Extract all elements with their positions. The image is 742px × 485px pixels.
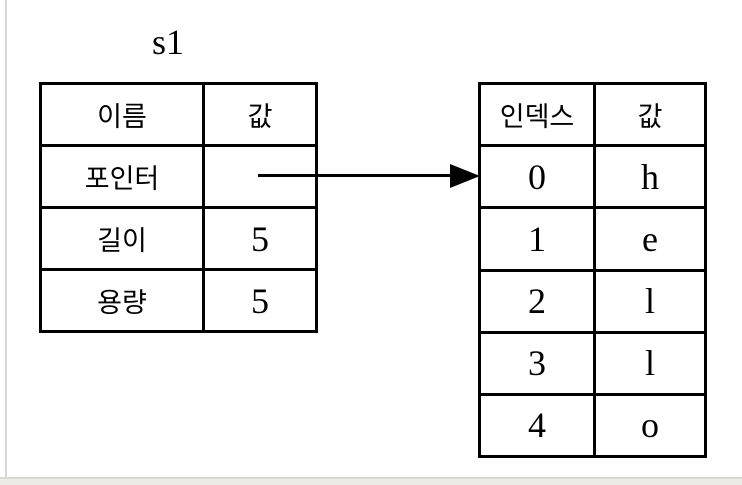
array-row-4-index: 4 — [481, 395, 593, 455]
array-table: 인덱스 값 0 h 1 e 2 l 3 l 4 o — [478, 82, 707, 458]
array-row-0-value: h — [596, 147, 704, 207]
struct-table: 이름 값 포인터 길이 5 용량 5 — [39, 82, 318, 333]
struct-row-length-value: 5 — [205, 209, 315, 268]
pointer-arrowhead-icon — [450, 163, 480, 188]
array-header-value: 값 — [596, 85, 704, 145]
struct-header-value: 값 — [205, 85, 315, 144]
struct-row-length-name: 길이 — [42, 209, 202, 268]
pointer-arrow-shaft — [258, 174, 456, 177]
array-row-3-value: l — [596, 333, 704, 393]
array-row-1-index: 1 — [481, 209, 593, 269]
frame-bottom-strip — [0, 479, 742, 485]
struct-title: s1 — [151, 22, 184, 62]
array-row-2-value: l — [596, 271, 704, 331]
struct-row-pointer-name: 포인터 — [42, 147, 202, 206]
array-row-3-index: 3 — [481, 333, 593, 393]
frame-bottom-line — [0, 477, 742, 479]
array-row-2-index: 2 — [481, 271, 593, 331]
struct-row-capacity-value: 5 — [205, 271, 315, 330]
array-row-4-value: o — [596, 395, 704, 455]
struct-header-name: 이름 — [42, 85, 202, 144]
struct-row-capacity-name: 용량 — [42, 271, 202, 330]
array-row-1-value: e — [596, 209, 704, 269]
frame-left-line — [5, 0, 7, 478]
array-header-index: 인덱스 — [481, 85, 593, 145]
array-row-0-index: 0 — [481, 147, 593, 207]
